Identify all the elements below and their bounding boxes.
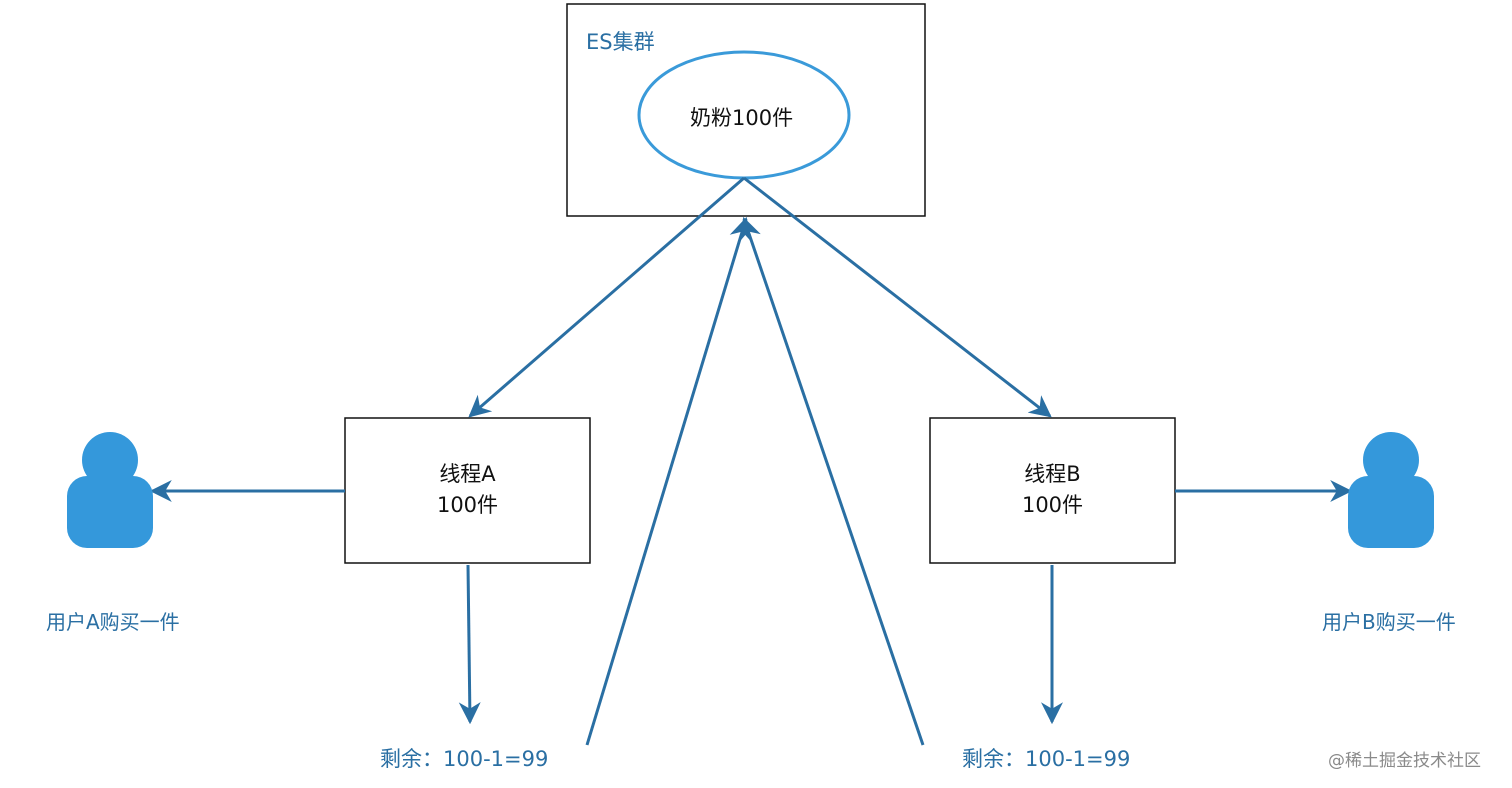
remain-a-label: 剩余：100-1=99 bbox=[380, 747, 549, 771]
arrow-remain-a-to-cluster bbox=[585, 216, 751, 746]
thread-b-label: 线程B 100件 bbox=[930, 459, 1175, 521]
arrow-remain-b-to-cluster bbox=[739, 216, 925, 746]
thread-b-title: 线程B bbox=[1024, 462, 1081, 486]
thread-a-label: 线程A 100件 bbox=[345, 459, 590, 521]
cluster-title: ES集群 bbox=[586, 30, 655, 54]
arrow-cluster-to-thread-a bbox=[468, 176, 745, 418]
thread-a-count: 100件 bbox=[436, 493, 499, 517]
arrow-thread-a-to-remain bbox=[458, 564, 481, 725]
user-a-label: 用户A购买一件 bbox=[46, 610, 180, 634]
user-b-label: 用户B购买一件 bbox=[1322, 610, 1456, 634]
user-b-icon bbox=[1348, 432, 1434, 548]
thread-a-box bbox=[344, 417, 591, 564]
watermark: @稀土掘金技术社区 bbox=[1328, 751, 1481, 771]
thread-a-title: 线程A bbox=[439, 462, 496, 486]
thread-b-box bbox=[929, 417, 1176, 564]
thread-b-count: 100件 bbox=[1021, 493, 1084, 517]
remain-b-label: 剩余：100-1=99 bbox=[962, 747, 1131, 771]
arrow-cluster-to-thread-b bbox=[743, 176, 1052, 418]
user-a-icon bbox=[67, 432, 153, 548]
node-label: 奶粉100件 bbox=[690, 106, 794, 130]
